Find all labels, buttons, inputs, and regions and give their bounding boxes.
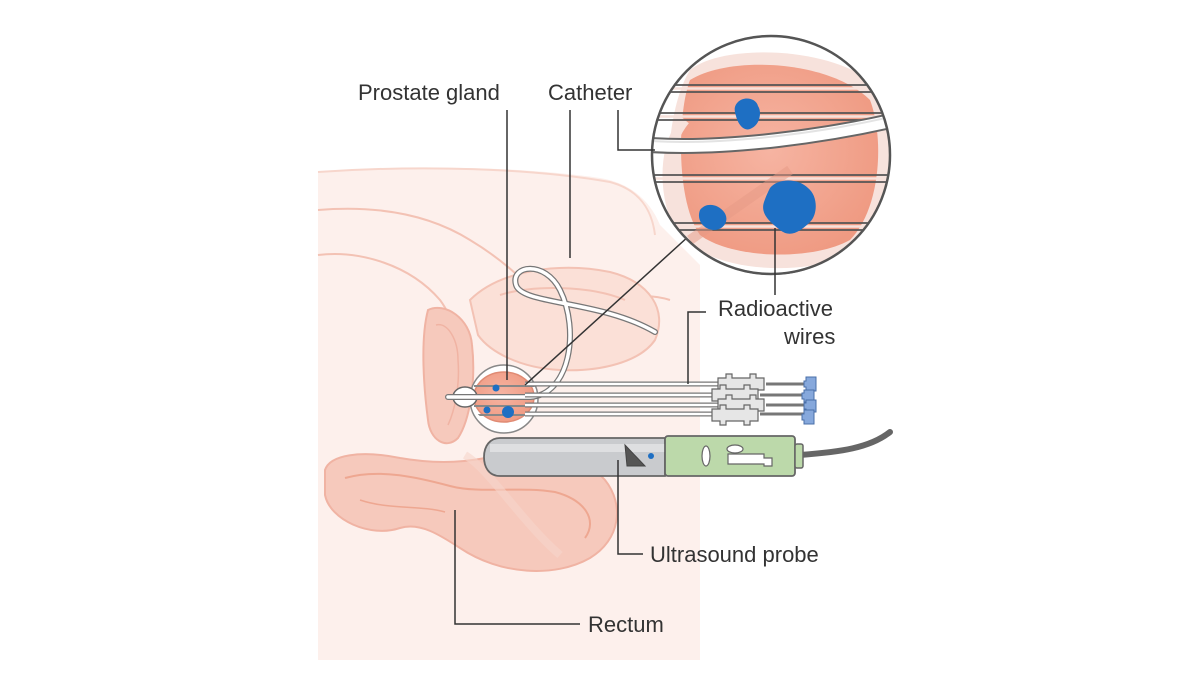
pubic-bone <box>422 307 475 445</box>
tumour-icon <box>763 180 816 234</box>
label-catheter: Catheter <box>548 80 633 105</box>
zoom-connector <box>524 234 691 386</box>
label-prostate-gland: Prostate gland <box>358 80 500 105</box>
radioactive-wires <box>525 373 817 426</box>
tumour-icon <box>492 384 500 392</box>
label-radioactive-wires-line1: Radioactive <box>718 296 833 321</box>
tumour-icon <box>502 406 514 418</box>
tumour-icon <box>483 406 491 414</box>
label-ultrasound-probe: Ultrasound probe <box>650 542 819 567</box>
leader-lines <box>454 110 776 625</box>
catheter-tube <box>445 265 658 400</box>
tumour-icon <box>734 98 760 130</box>
rectum-organ <box>324 450 618 572</box>
ultrasound-probe-device <box>483 429 893 477</box>
tumour-icon <box>698 204 727 230</box>
zoom-inset <box>650 34 892 276</box>
label-radioactive-wires-line2: wires <box>784 324 836 349</box>
label-rectum: Rectum <box>588 612 664 637</box>
